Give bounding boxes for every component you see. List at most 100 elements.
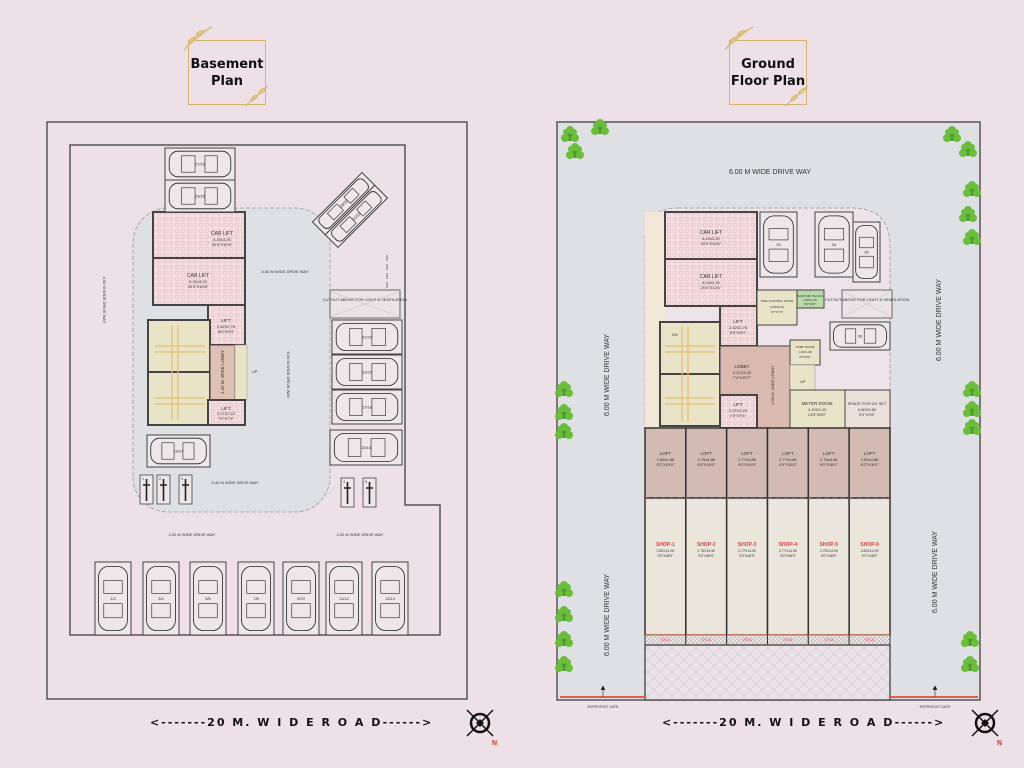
ground-fire-room-label: FIRE CONTROL ROOM — [761, 299, 794, 303]
two-wheeler-slot: 2 — [156, 474, 171, 505]
parking-number: 3/4 — [158, 596, 164, 601]
motorbike-icon — [160, 479, 167, 501]
basement-title-line1: Basement — [190, 56, 264, 72]
loft — [848, 427, 891, 499]
car-icon — [168, 150, 232, 178]
ground-title: Ground Floor Plan — [729, 40, 807, 105]
car-icon — [98, 565, 128, 632]
ground-lift-bottom-label: LIFT — [733, 402, 743, 407]
ground-car-lift-1-label: CAR LIFT — [700, 230, 722, 236]
car-icon — [168, 182, 232, 210]
ground-driveway-top-label: 6.00 M WIDE DRIVE WAY — [729, 169, 811, 176]
basement-driveway-bottom-left-label: 4.50 M WIDE DRIVE WAY — [169, 532, 216, 537]
basement-lift-bottom — [207, 399, 246, 426]
car-icon — [833, 324, 887, 348]
basement-title: Basement Plan — [188, 40, 266, 105]
shop-dim: 2.75X14.90 — [820, 549, 838, 553]
loft-imp: 9'0"X16'0" — [820, 462, 839, 467]
parking-number: 29/30 — [338, 198, 349, 209]
loft-dim: 2.75x4.86 — [697, 457, 715, 462]
shop-imp: 9'2"X48'9" — [862, 554, 879, 558]
motorbike-icon — [344, 482, 351, 504]
motorbike-icon — [143, 479, 150, 501]
ground-lobby-dim: 2.22X3.22 — [733, 370, 752, 375]
parking-number: 31/32 — [351, 211, 362, 222]
shop-label: SHOP-2 — [697, 542, 716, 548]
tree-icon — [963, 419, 981, 435]
parking-number: 13/14 — [385, 596, 396, 601]
shop-imp: 9'0"X48'9" — [739, 554, 756, 558]
basement-parking-right-2: 19/20 — [331, 354, 403, 390]
shop — [807, 497, 850, 636]
tree-icon — [963, 229, 981, 245]
bike-number: 1 — [142, 477, 144, 481]
basement-parking-top-2: 25/26 — [164, 179, 236, 213]
ground-fire-room-dim: 2.00X2.20 — [770, 305, 784, 309]
ground-lift-bottom-imp: 7'0"X7'4" — [730, 413, 747, 418]
basement-inner-boundary — [69, 144, 441, 636]
ground-car-lift-1 — [664, 211, 758, 260]
ground-driveway-right-upper-label: 6.00 M WIDE DRIVE WAY — [936, 279, 943, 361]
parking-number: 21/22 — [362, 335, 373, 340]
ground-parking-34: 34 — [814, 211, 854, 278]
loft-label: LOFT — [823, 451, 835, 456]
ground-car-lift-2-label: CAR LIFT — [700, 274, 722, 280]
basement-road-label: <-------20 M. W I D E R O A D------> — [150, 716, 434, 729]
two-wheeler-slot: 1 — [139, 474, 154, 505]
car-icon — [335, 322, 399, 352]
otla-label: OTLA — [743, 638, 753, 642]
shop-label: SHOP-4 — [779, 542, 798, 548]
car-icon — [333, 433, 399, 462]
otla-label: OTLA — [702, 638, 712, 642]
ground-driveway-right-lower-label: 6.00 M WIDE DRIVE WAY — [932, 531, 939, 613]
car-icon — [193, 565, 223, 632]
ground-cutout-label: CUTOUT ABOVE FOR LIGHT & VENTILATION — [825, 297, 909, 302]
tree-icon — [555, 631, 573, 647]
ground-car-lift-2-imp: 20'4"X10'6" — [701, 285, 722, 290]
ground-lift-top-imp: 8'0"X9'0" — [730, 330, 747, 335]
car-icon — [241, 565, 271, 632]
loft — [725, 427, 769, 499]
shop-dim: 2.80X14.90 — [656, 549, 674, 553]
basement-car-lift-1-label: CAR LIFT — [211, 231, 233, 237]
ground-driveway-left-lower-label: 6.00 M WIDE DRIVE WAY — [604, 574, 611, 656]
leaf-decoration-icons — [183, 26, 809, 107]
tree-icon — [963, 401, 981, 417]
car-icon — [329, 565, 359, 632]
loft-dim: 2.77x4.86 — [738, 457, 756, 462]
ground-pump-room-label: PUMP ROOM — [796, 345, 815, 349]
compass-icon-basement: N — [466, 709, 497, 747]
basement-driveway-bottom-right-label: 4.50 M WIDE DRIVE WAY — [337, 532, 384, 537]
shop-label: SHOP-6 — [860, 542, 879, 548]
ground-lift-bottom-dim: 2.07X2.22 — [729, 408, 748, 413]
parking-number: 9/10 — [297, 596, 306, 601]
car-icon — [375, 565, 405, 632]
shop-dim: 2.80X14.90 — [861, 549, 879, 553]
tree-icon — [943, 126, 961, 142]
shop — [685, 497, 728, 636]
car-icon — [150, 437, 207, 465]
bike-number: 3 — [181, 477, 183, 481]
basement-outer-boundary — [46, 121, 468, 700]
ground-car-lift-2 — [664, 258, 758, 307]
parking-number: 35 — [864, 250, 869, 255]
two-wheeler-slot: 3 — [178, 474, 193, 505]
shop-label: SHOP-1 — [656, 542, 675, 548]
loft-imp: 9'0"X16'0" — [779, 462, 798, 467]
tree-icon — [566, 143, 584, 159]
ground-dg-set-imp: 9'2"X9'6" — [859, 412, 876, 417]
basement-driveway-center-label: 4.50 M WIDE DRIVE WAY — [262, 269, 309, 274]
basement-cutout-label: CUTOUT ABOVE FOR LIGHT & VENTILATION — [323, 297, 407, 302]
basement-parking-bottom-6: 11/12 — [325, 561, 363, 636]
shop-label: SHOP-5 — [819, 542, 838, 548]
basement-parking-top-1: 27/28 — [164, 147, 236, 181]
basement-lift-top-imp: 8'0"X9'0" — [218, 329, 235, 334]
tree-icon — [591, 119, 609, 135]
shop-unit-3: LOFT2.77x4.869'0"X16'0"SHOP-32.77X14.909… — [725, 427, 769, 646]
parking-number: 25/26 — [195, 194, 206, 199]
tree-icon — [555, 581, 573, 597]
basement-parking-bottom-7: 13/14 — [371, 561, 409, 636]
car-icon — [318, 178, 369, 229]
loft-label: LOFT — [782, 451, 794, 456]
otla-label: OTLA — [783, 638, 793, 642]
